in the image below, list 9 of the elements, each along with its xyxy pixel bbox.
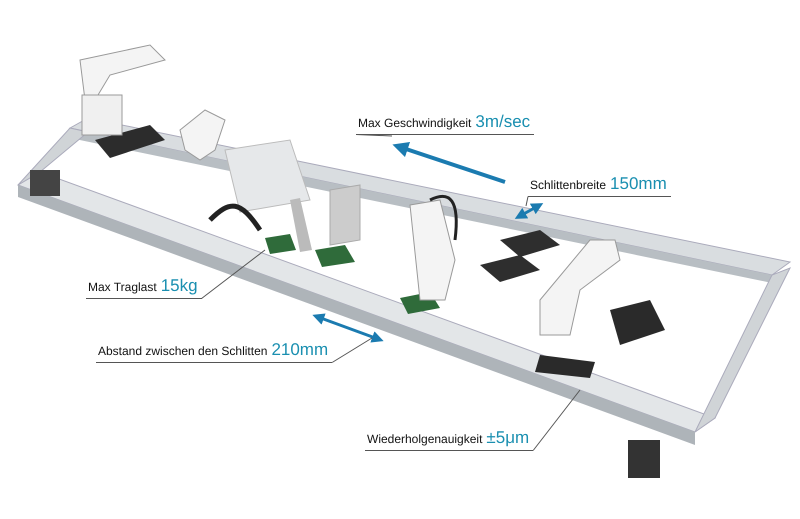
callout-label: Abstand zwischen den Schlitten 210mm [96,340,332,363]
leader-line [201,250,266,299]
callout-label: Max Geschwindigkeit 3m/sec [356,112,534,135]
callout-label: Schlittenbreite 150mm [528,174,671,197]
leader-line [526,196,528,206]
leader-line [332,338,372,363]
callout-label: Wiederholgenauigkeit ±5μm [365,428,534,451]
callout-label: Max Traglast 15kg [86,276,202,299]
leader-line [532,390,580,451]
